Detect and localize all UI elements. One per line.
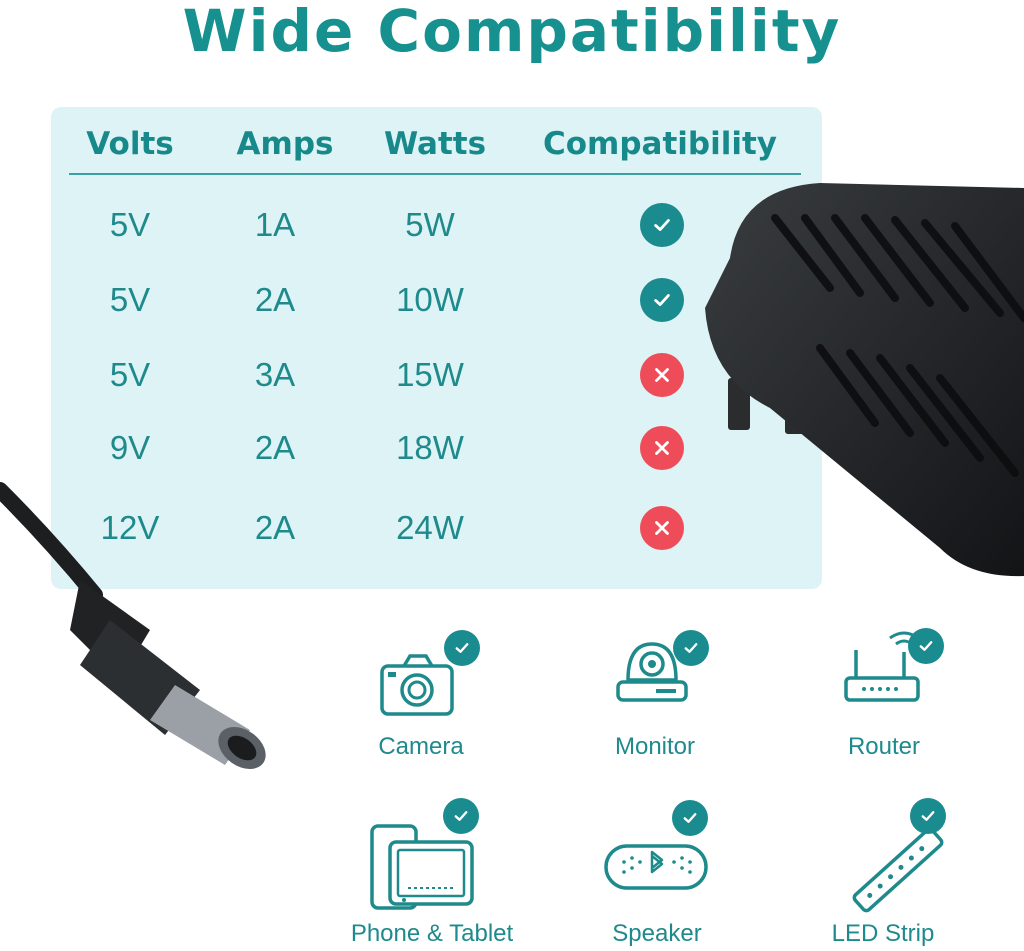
device-label: Phone & Tablet [350,920,514,947]
device-label: LED Strip [831,920,935,947]
check-icon [640,278,684,322]
security-camera-icon [612,630,692,715]
check-icon [672,800,708,836]
adapter-photo [705,183,1024,577]
led-strip-icon [848,820,948,925]
cell-amps: 2A [254,429,296,466]
cell-volts: 12V [100,509,160,546]
cell-amps: 2A [254,509,296,546]
check-icon [640,203,684,247]
cell-watts: 15W [396,356,464,393]
device-label: Speaker [612,920,702,947]
header-divider [69,173,801,175]
header-compatibility: Compatibility [543,126,777,162]
page-title: Wide Compatibility [182,0,842,65]
phone-tablet-icon [368,822,478,917]
cell-volts: 5V [109,356,151,393]
cross-icon [640,426,684,470]
compatibility-table-panel [51,107,822,589]
cell-amps: 3A [254,356,296,393]
cell-amps: 2A [254,281,296,318]
check-icon [673,630,709,666]
cell-volts: 5V [109,206,151,243]
barrel-plug-photo [0,482,266,769]
cross-icon [640,506,684,550]
cell-watts: 10W [396,281,464,318]
check-icon [443,798,479,834]
cell-watts: 5W [405,206,455,243]
header-watts: Watts [383,126,487,162]
cell-volts: 9V [109,429,151,466]
device-label: Monitor [614,733,696,760]
cell-watts: 18W [396,429,464,466]
check-icon [910,798,946,834]
header-amps: Amps [236,126,334,162]
check-icon [908,628,944,664]
device-label: Router [847,733,921,760]
cell-amps: 1A [254,206,296,243]
cell-volts: 5V [109,281,151,318]
camera-icon [378,650,458,725]
device-label: Camera [378,733,464,760]
header-volts: Volts [86,126,174,162]
check-icon [444,630,480,666]
cross-icon [640,353,684,397]
cell-watts: 24W [396,509,464,546]
bluetooth-speaker-icon [602,836,712,901]
